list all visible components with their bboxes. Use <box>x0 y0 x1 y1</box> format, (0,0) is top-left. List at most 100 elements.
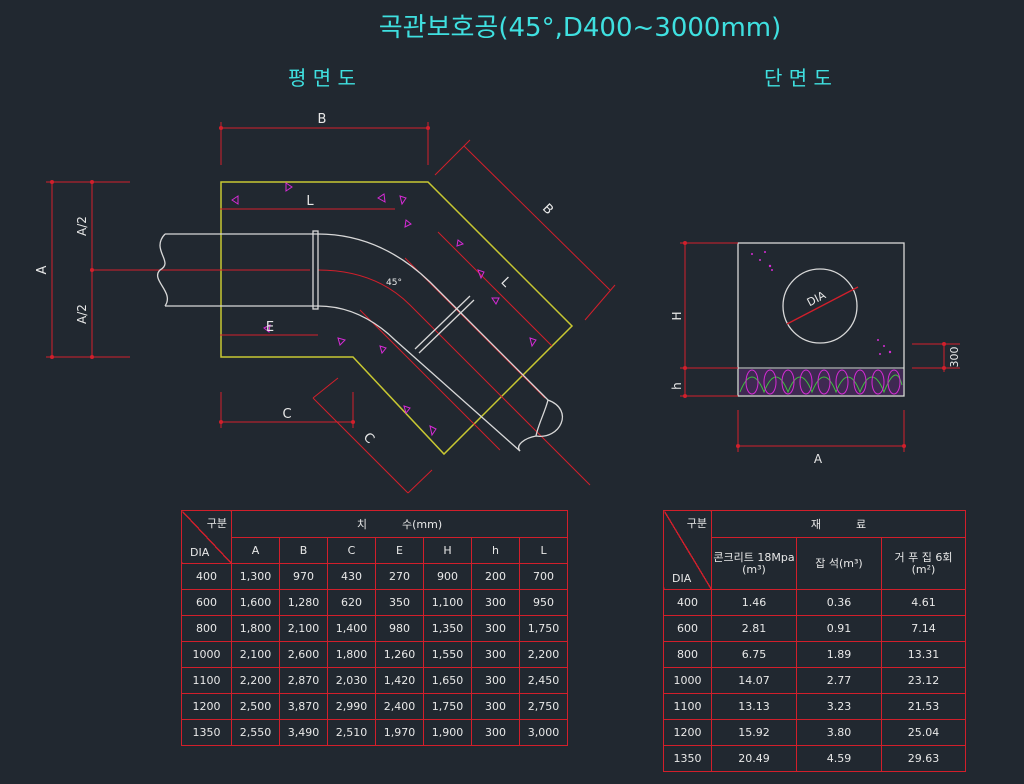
table-cell: 2.77 <box>796 667 882 694</box>
label-h: h <box>670 382 684 390</box>
section-concrete-block <box>737 242 905 397</box>
table-cell: 1,970 <box>375 719 424 746</box>
table-cell: 270 <box>375 563 424 590</box>
table-cell: 1,350 <box>423 615 472 642</box>
dim-column-header: A <box>231 537 280 564</box>
row-dia-cell: 400 <box>663 589 712 616</box>
table-cell: 1,750 <box>423 693 472 720</box>
table-cell: 13.13 <box>711 693 797 720</box>
row-dia-cell: 1100 <box>181 667 232 694</box>
table-cell: 1,420 <box>375 667 424 694</box>
label-E: E <box>266 320 274 335</box>
section-view: DIA H h A 300 <box>670 241 961 466</box>
table-cell: 2.81 <box>711 615 797 642</box>
table-cell: 350 <box>375 589 424 616</box>
label-DIA: DIA <box>805 288 829 309</box>
plan-dimensions <box>46 122 616 494</box>
table-cell: 1,100 <box>423 589 472 616</box>
table-cell: 15.92 <box>711 719 797 746</box>
label-A-half-top: A/2 <box>75 216 89 236</box>
table-cell: 980 <box>375 615 424 642</box>
dim-column-header: C <box>327 537 376 564</box>
row-dia-cell: 600 <box>663 615 712 642</box>
center-lines <box>92 208 591 486</box>
table-cell: 25.04 <box>880 719 967 746</box>
table-cell: 2,510 <box>327 719 376 746</box>
table-cell: 0.91 <box>796 615 882 642</box>
table-cell: 3.23 <box>796 693 882 720</box>
table-cell: 900 <box>423 563 472 590</box>
table-cell: 1,300 <box>231 563 280 590</box>
table-cell: 1,650 <box>423 667 472 694</box>
row-dia-cell: 1000 <box>181 641 232 668</box>
dimension-ticks <box>50 126 430 424</box>
table-cell: 1.46 <box>711 589 797 616</box>
table-cell: 0.36 <box>796 589 882 616</box>
drawing-title: 곡관보호공(45°,D400~3000mm) <box>379 13 782 43</box>
table-cell: 430 <box>327 563 376 590</box>
gravel-ellipses <box>745 369 901 395</box>
label-H: H <box>670 311 684 320</box>
label-angle: 45° <box>386 278 402 288</box>
table-cell: 300 <box>471 719 520 746</box>
mat-column-header-row: 콘크리트 18Mpa (m³)잡 석(m³)거 푸 집 6회 (m²) <box>664 537 967 590</box>
table-cell: 300 <box>471 589 520 616</box>
material-table: 구분 DIA 재 료 콘크리트 18Mpa (m³)잡 석(m³)거 푸 집 6… <box>663 510 967 772</box>
table-cell: 14.07 <box>711 667 797 694</box>
table-cell: 1,260 <box>375 641 424 668</box>
table-cell: 2,200 <box>518 641 569 668</box>
plan-view-title: 평 면 도 <box>288 66 356 90</box>
table-cell: 20.49 <box>711 745 797 772</box>
table-cell: 200 <box>471 563 520 590</box>
table-cell: 2,500 <box>231 693 280 720</box>
table-cell: 1,900 <box>423 719 472 746</box>
table-cell: 300 <box>471 615 520 642</box>
table-cell: 2,750 <box>518 693 569 720</box>
row-dia-cell: 1000 <box>663 667 712 694</box>
section-view-title: 단 면 도 <box>764 66 832 90</box>
table-cell: 970 <box>279 563 328 590</box>
label-C-diag: C <box>360 430 377 447</box>
label-L-top: L <box>306 194 314 209</box>
row-dia-cell: 600 <box>181 589 232 616</box>
dim-column-header: L <box>518 537 569 564</box>
table-cell: 4.61 <box>880 589 967 616</box>
row-dia-cell: 800 <box>663 641 712 668</box>
table-cell: 1.89 <box>796 641 882 668</box>
label-B-top: B <box>318 112 327 127</box>
mat-header-top: 구분 <box>686 517 707 530</box>
table-cell: 700 <box>518 563 569 590</box>
dim-header-top: 구분 <box>206 517 227 530</box>
pipe-bend <box>157 230 563 452</box>
row-dia-cell: 1350 <box>181 719 232 746</box>
mat-group-header: 재 료 <box>710 510 967 538</box>
mat-column-header: 거 푸 집 6회 (m²) <box>880 537 967 590</box>
label-300: 300 <box>948 347 961 368</box>
table-cell: 2,200 <box>231 667 280 694</box>
dim-column-header: E <box>375 537 424 564</box>
cad-drawing: 곡관보호공(45°,D400~3000mm) 평 면 도 단 면 도 <box>35 13 961 494</box>
table-cell: 2,990 <box>327 693 376 720</box>
row-dia-cell: 1200 <box>181 693 232 720</box>
table-cell: 2,400 <box>375 693 424 720</box>
table-cell: 7.14 <box>880 615 967 642</box>
table-cell: 2,870 <box>279 667 328 694</box>
row-dia-cell: 1100 <box>663 693 712 720</box>
table-cell: 2,030 <box>327 667 376 694</box>
table-cell: 21.53 <box>880 693 967 720</box>
dia-line <box>786 286 859 325</box>
dim-header-bottom: DIA <box>190 546 210 559</box>
table-cell: 1,400 <box>327 615 376 642</box>
mat-column-header: 잡 석(m³) <box>796 537 882 590</box>
table-cell: 2,450 <box>518 667 569 694</box>
